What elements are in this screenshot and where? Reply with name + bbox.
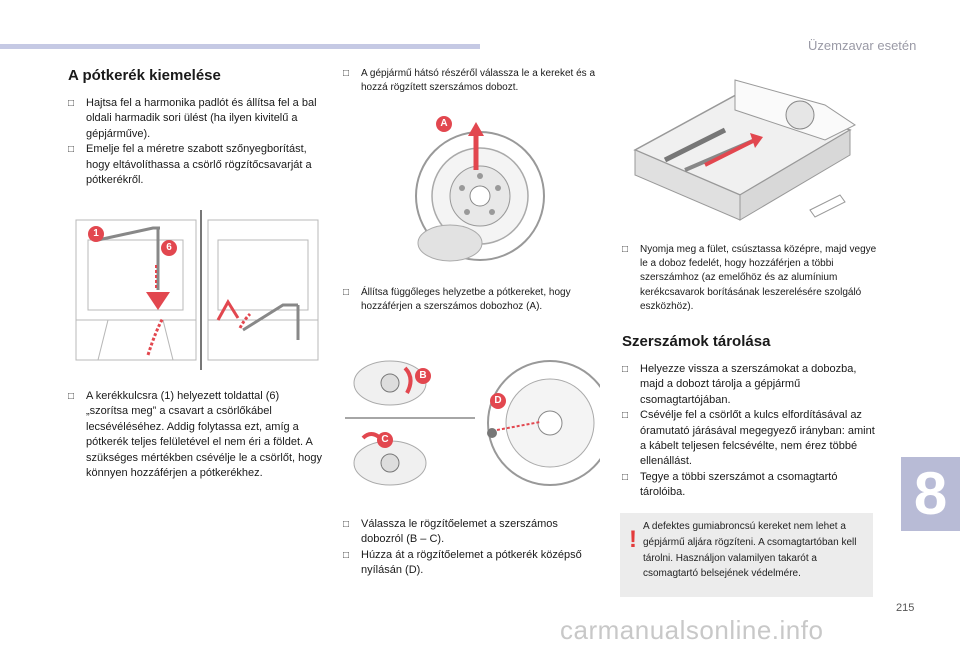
bullet-icon: □ [68, 391, 75, 402]
figure-fastener-BCD: B C D [345, 338, 600, 508]
list-item: □Hajtsa fel a harmonika padlót és állíts… [68, 97, 317, 140]
figure-toolbox [625, 70, 860, 230]
title-tool-storage: Szerszámok tárolása [622, 333, 771, 350]
bullet-icon: □ [343, 549, 350, 561]
section-title: Üzemzavar esetén [808, 38, 917, 53]
watermark: carmanualsonline.info [560, 615, 824, 645]
bullet-icon: □ [622, 471, 629, 483]
warning-icon: ! [629, 526, 637, 553]
label-A: A [436, 116, 452, 132]
list-item: □Helyezze vissza a szerszámokat a dobozb… [622, 363, 857, 406]
bullet-icon: □ [68, 98, 75, 109]
bullet-icon: □ [343, 519, 350, 530]
bullet-lid: □Nyomja meg a fület, csúsztassa középre,… [622, 243, 877, 314]
bullet-icon: □ [343, 68, 350, 79]
figure-wheel-A: A [410, 108, 550, 278]
label-C: C [377, 432, 393, 448]
figure-winch: 1 6 [68, 210, 323, 370]
list-item: □Csévélje fel a csörlőt a kulcs elfordít… [622, 409, 875, 468]
list-item: □A kerékkulcsra (1) helyezett toldattal … [68, 390, 323, 480]
warning-box: ! A defektes gumiabroncsú kereket nem le… [620, 513, 873, 597]
bullets-winch: □A kerékkulcsra (1) helyezett toldattal … [68, 389, 323, 481]
list-item: □Válassza le rögzítőelemet a szerszámos … [343, 518, 558, 546]
chapter-tab: 8 [901, 457, 960, 531]
label-B: B [415, 368, 431, 384]
bullet-icon: □ [68, 144, 75, 156]
list-item: □A gépjármű hátsó részéről válassza le a… [343, 68, 596, 94]
warning-text: A defektes gumiabroncsú kereket nem lehe… [643, 521, 857, 580]
bullet-icon: □ [343, 287, 350, 298]
list-item: □Tegye a többi szerszámot a csomagtartó … [622, 470, 838, 499]
label-6: 6 [161, 240, 177, 256]
page-number: 215 [896, 602, 915, 614]
list-item: □Nyomja meg a fület, csúsztassa középre,… [622, 244, 877, 312]
label-D: D [490, 393, 506, 409]
bullets-storage: □Helyezze vissza a szerszámokat a dobozb… [622, 362, 877, 501]
list-item: □Húzza át a rögzítőelemet a pótkerék köz… [343, 548, 582, 577]
list-item: □Emelje fel a méretre szabott szőnyegbor… [68, 143, 312, 187]
list-item: □Állítsa függőleges helyzetbe a pótkerek… [343, 287, 571, 313]
bullet-icon: □ [622, 244, 629, 255]
header-bar [0, 44, 480, 49]
title-spare-wheel: A pótkerék kiemelése [68, 67, 221, 84]
bullet-icon: □ [622, 364, 629, 375]
bullets-intro: □Hajtsa fel a harmonika padlót és állíts… [68, 96, 323, 188]
bullet-upright: □Állítsa függőleges helyzetbe a pótkerek… [343, 286, 601, 314]
bullet-icon: □ [622, 410, 629, 422]
bullets-fastener: □Válassza le rögzítőelemet a szerszámos … [343, 517, 601, 579]
label-1: 1 [88, 226, 104, 242]
bullet-detach: □A gépjármű hátsó részéről válassza le a… [343, 67, 601, 95]
